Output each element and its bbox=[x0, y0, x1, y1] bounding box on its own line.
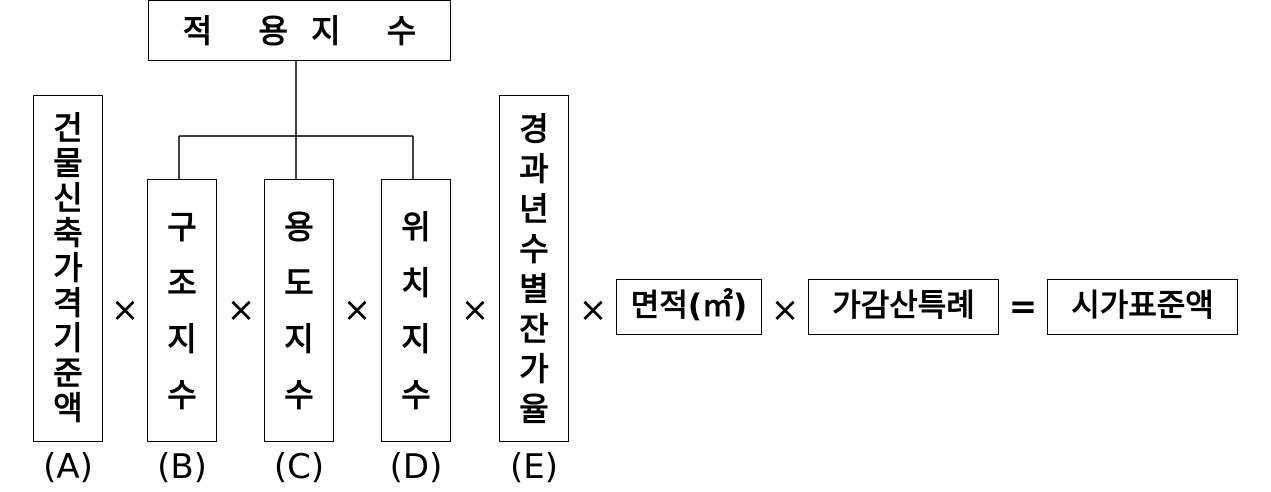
caption-c: (C) bbox=[273, 447, 325, 487]
multiply-sign-3: × bbox=[342, 290, 372, 330]
multiply-sign-4: × bbox=[460, 290, 490, 330]
special-rule-label: 가감산특례 bbox=[832, 288, 975, 324]
area-label: 면적(㎡) bbox=[630, 288, 748, 324]
standard-price-label: 시가표준액 bbox=[1071, 288, 1214, 324]
equals-sign: = bbox=[1008, 287, 1038, 327]
multiply-sign-2: × bbox=[226, 290, 256, 330]
building-price-box: 건물신축가격기준액 bbox=[33, 95, 103, 442]
usage-index-box: 용도지수 bbox=[264, 179, 334, 442]
usage-index-label: 용도지수 bbox=[284, 207, 314, 414]
structure-index-box: 구조지수 bbox=[147, 179, 217, 442]
location-index-box: 위치지수 bbox=[381, 179, 451, 442]
location-index-label: 위치지수 bbox=[401, 207, 431, 414]
multiply-sign-6: × bbox=[770, 290, 800, 330]
applied-index-label: 적 용 지 수 bbox=[182, 12, 417, 50]
structure-index-label: 구조지수 bbox=[167, 207, 197, 414]
multiply-sign-5: × bbox=[578, 290, 608, 330]
standard-price-box: 시가표준액 bbox=[1047, 279, 1238, 335]
multiply-sign-1: × bbox=[110, 290, 140, 330]
special-rule-box: 가감산특례 bbox=[808, 279, 999, 335]
caption-b: (B) bbox=[157, 447, 207, 487]
caption-d: (D) bbox=[389, 447, 443, 487]
caption-a: (A) bbox=[43, 447, 93, 487]
area-box: 면적(㎡) bbox=[616, 279, 762, 335]
residual-rate-label: 경과년수별잔가율 bbox=[519, 109, 549, 428]
residual-rate-box: 경과년수별잔가율 bbox=[499, 95, 569, 442]
applied-index-box: 적 용 지 수 bbox=[148, 0, 451, 61]
building-price-label: 건물신축가격기준액 bbox=[53, 109, 83, 427]
caption-e: (E) bbox=[509, 447, 559, 487]
